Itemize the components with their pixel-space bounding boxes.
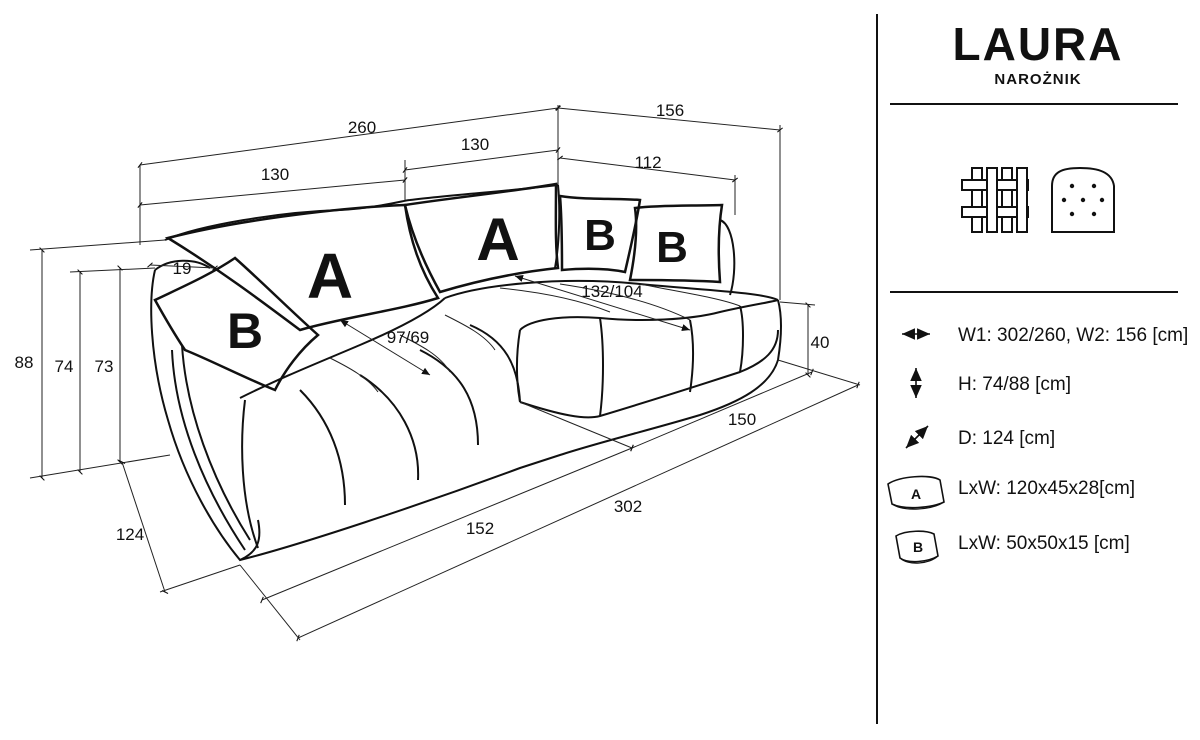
dim-chaise-width: 156	[656, 101, 684, 120]
left-armrest-inner-2	[181, 344, 251, 541]
dim-total-width: 260	[348, 118, 376, 137]
pillow-a-right-label: A	[476, 206, 519, 273]
dim-left-half: 130	[261, 165, 289, 184]
dim-height-74: 74	[55, 357, 74, 376]
chaise-seam-3	[639, 283, 741, 307]
main-seat-front	[241, 399, 259, 549]
dim-height-73: 73	[95, 357, 114, 376]
main-seam-3	[444, 314, 496, 351]
dim-front-length: 152	[466, 519, 494, 538]
pillows: A A B B B	[153, 182, 724, 392]
product-title: LAURA	[953, 18, 1124, 70]
dim-total-length: 302	[614, 497, 642, 516]
spec-pillow-b: LxW: 50x50x15 [cm]	[958, 533, 1130, 554]
spec-depth: D: 124 [cm]	[958, 428, 1055, 449]
main-seat-tuft-4	[469, 324, 521, 403]
pillow-b-front	[153, 256, 320, 392]
spec-pillow-a: LxW: 120x45x28[cm]	[958, 478, 1135, 499]
dim-chaise-length: 150	[728, 410, 756, 429]
spec-height: H: 74/88 [cm]	[958, 374, 1071, 395]
pillow-a-left-label: A	[307, 240, 353, 312]
pillow-b-right-1-label: B	[584, 211, 616, 260]
chaise-tuft-1	[599, 317, 604, 417]
dim-right-half: 130	[461, 135, 489, 154]
dimension-lines	[29, 104, 861, 642]
dim-seat-height: 40	[811, 333, 830, 352]
spec-list: W1: 302/260, W2: 156 [cm] H: 74/88 [cm] …	[887, 325, 1188, 564]
pillow-b-icon: B	[895, 530, 939, 564]
left-armrest-inner	[171, 349, 246, 551]
webbing-icon	[961, 167, 1029, 233]
dim-chaise-depth: 132/104	[581, 282, 642, 301]
main-seat-tuft-2	[359, 374, 420, 481]
pillow-b-badge: B	[913, 539, 923, 555]
depth-arrow-icon	[905, 425, 929, 449]
chaise-front-edge	[519, 329, 779, 419]
dimension-labels: 260 130 130 156 112 19 88 74 73 97/69 13…	[15, 101, 830, 544]
main-seat-top	[239, 297, 446, 399]
sofa-base-outline	[239, 359, 779, 561]
pillow-b-right-2-label: B	[656, 223, 688, 272]
pillow-b-front-label: B	[227, 303, 263, 359]
main-seat-tuft-1	[299, 389, 346, 506]
pillow-a-badge: A	[911, 486, 921, 502]
dim-chaise-inner: 112	[634, 153, 661, 172]
pillow-b-right-1	[558, 194, 642, 274]
main-seat-tuft-3	[419, 349, 479, 446]
left-armrest	[150, 269, 261, 562]
pillow-a-right	[403, 182, 560, 294]
pillow-a-icon: A	[887, 475, 945, 510]
spec-width: W1: 302/260, W2: 156 [cm]	[958, 325, 1188, 346]
product-subtitle: NAROŻNIK	[994, 71, 1081, 88]
chaise-side	[777, 299, 782, 361]
chaise-tuft-2	[689, 319, 694, 393]
foam-seat-icon	[1051, 166, 1115, 233]
main-seam-1	[329, 357, 379, 393]
dim-seat-depth: 97/69	[387, 328, 430, 347]
pillow-b-right-2	[628, 203, 724, 284]
chaise-seat-front	[519, 299, 779, 331]
dim-depth: 124	[116, 525, 144, 544]
chaise-tuft-3	[739, 305, 744, 373]
backrest-right-2	[719, 219, 736, 296]
pillow-a-left	[164, 203, 440, 332]
dim-armrest: 19	[173, 259, 192, 278]
dim-height-back: 88	[15, 353, 34, 372]
